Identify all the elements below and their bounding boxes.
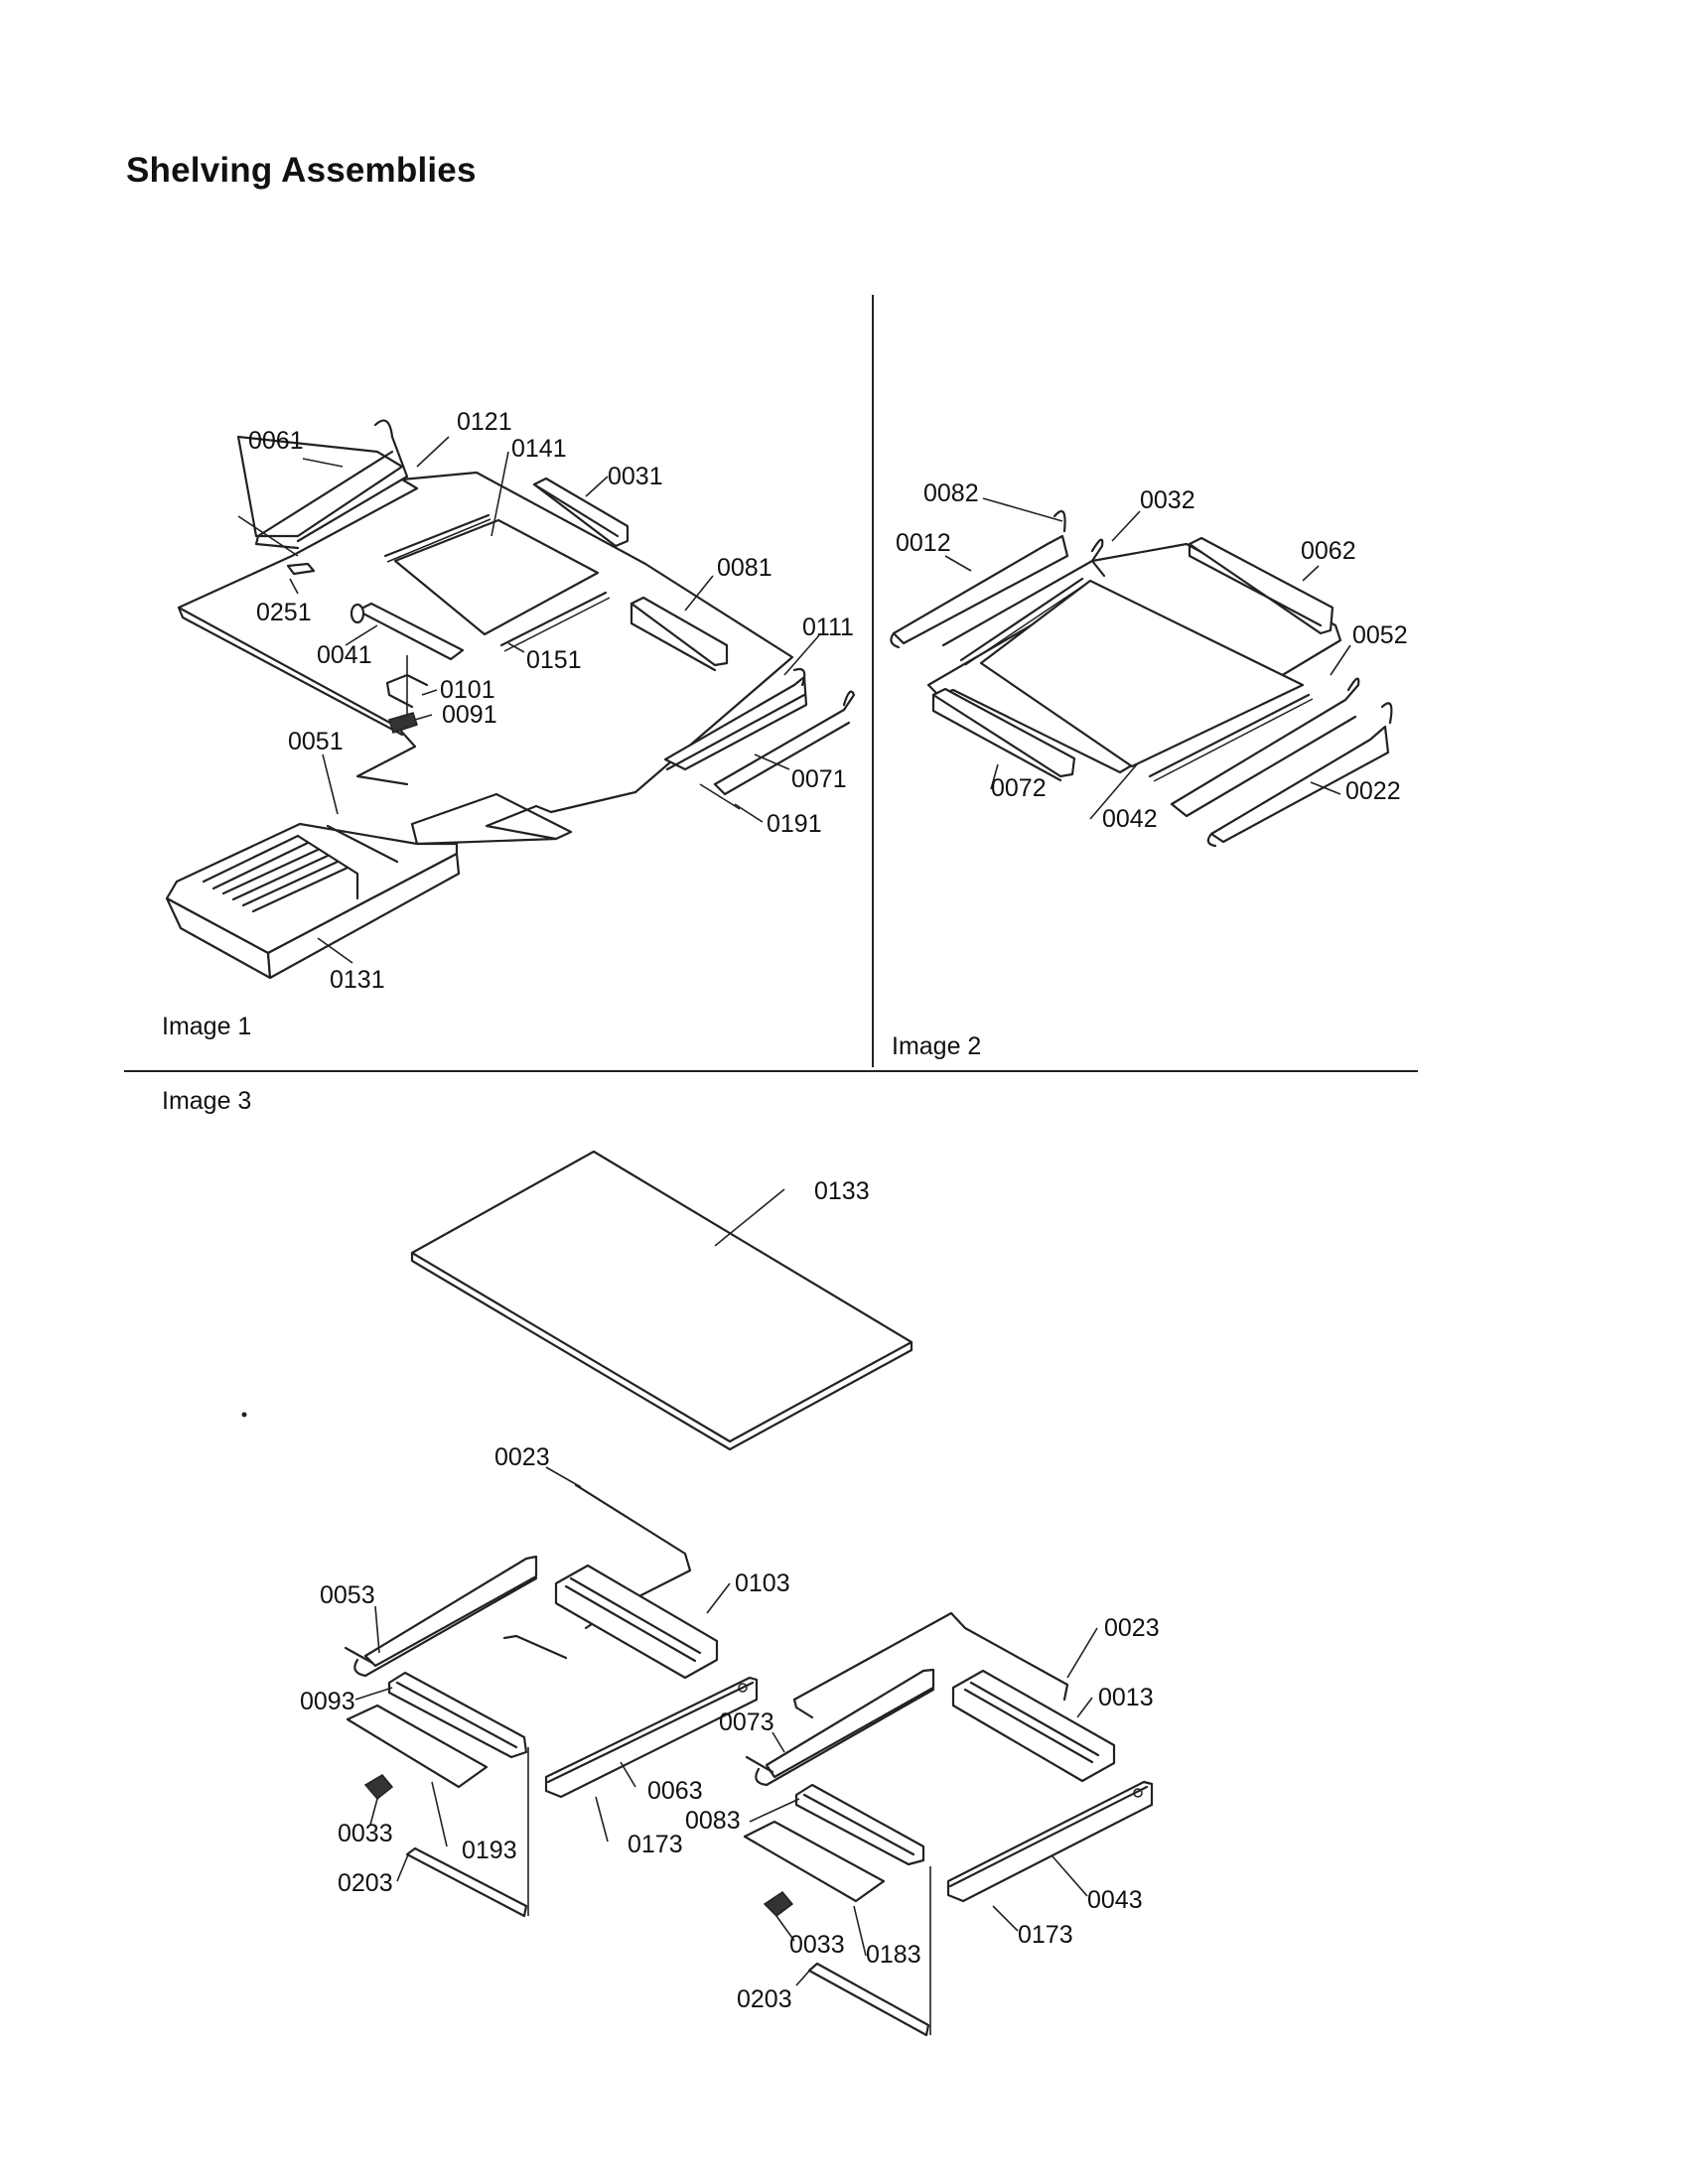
cover-0183 <box>743 1820 886 1903</box>
speck <box>241 1412 247 1418</box>
callout-0023-right: 0023 <box>1104 1614 1160 1642</box>
callout-0082: 0082 <box>923 479 979 507</box>
callout-0203-right: 0203 <box>737 1985 792 2013</box>
callout-0053: 0053 <box>320 1581 375 1609</box>
callout-0103: 0103 <box>735 1570 790 1597</box>
rail-0052 <box>1170 677 1360 806</box>
rail-0071 <box>713 690 856 786</box>
callout-0173-left: 0173 <box>628 1831 683 1858</box>
callout-0041: 0041 <box>317 641 372 669</box>
callout-0093: 0093 <box>300 1688 355 1715</box>
callout-0031: 0031 <box>608 463 663 490</box>
rear-frame-0023-right <box>792 1611 1069 1702</box>
callout-0083: 0083 <box>685 1807 741 1835</box>
callout-0052: 0052 <box>1352 621 1408 649</box>
page-title: Shelving Assemblies <box>126 151 477 190</box>
crisper-cover-outline <box>400 471 794 846</box>
callout-0101: 0101 <box>440 676 495 704</box>
rail-0022 <box>1209 725 1390 844</box>
image-1-label: Image 1 <box>162 1013 251 1040</box>
callout-0203-left: 0203 <box>338 1869 393 1897</box>
callout-0133: 0133 <box>814 1177 870 1205</box>
callout-0023-top: 0023 <box>494 1443 550 1471</box>
strip-0203-right <box>807 1962 930 2037</box>
rail-0082 <box>941 538 1104 647</box>
rail-0053 <box>363 1555 538 1668</box>
image-3-label: Image 3 <box>162 1087 251 1115</box>
callout-0193: 0193 <box>462 1837 517 1864</box>
clip-0251 <box>286 562 316 576</box>
callout-0013: 0013 <box>1098 1684 1154 1711</box>
image-3-diagram: 0133 0023 0053 0103 0023 0093 0013 0073 … <box>162 1087 1160 2037</box>
clip-0033-right <box>763 1891 794 1917</box>
callout-0111: 0111 <box>802 614 854 641</box>
rail-0061 <box>236 435 404 538</box>
callout-0191: 0191 <box>767 810 822 838</box>
callout-0012: 0012 <box>896 529 951 557</box>
trim-0072 <box>931 687 1076 778</box>
callout-0121: 0121 <box>457 408 512 436</box>
image-2-diagram: 0082 0032 0012 0062 0052 0072 0042 0022 … <box>890 479 1408 1060</box>
rail-0111 <box>663 675 808 771</box>
clip-0091 <box>388 712 418 734</box>
callout-0042: 0042 <box>1102 805 1158 833</box>
callout-0033-right: 0033 <box>789 1931 845 1959</box>
image-1-diagram: 0061 0121 0141 0031 0081 0251 0041 0151 … <box>162 408 856 1040</box>
callout-0061: 0061 <box>248 427 304 455</box>
callout-0062: 0062 <box>1301 537 1356 565</box>
trim-0062 <box>1188 536 1334 635</box>
glass-panel <box>393 518 600 636</box>
callout-0032: 0032 <box>1140 486 1195 514</box>
roller-0041 <box>355 602 465 661</box>
strip-0203-left <box>405 1846 528 1918</box>
image-2-label: Image 2 <box>892 1032 981 1060</box>
callout-0073: 0073 <box>719 1708 774 1736</box>
callout-0091: 0091 <box>442 701 497 729</box>
callout-0071: 0071 <box>791 765 847 793</box>
callout-0022: 0022 <box>1345 777 1401 805</box>
crosspiece-0103 <box>554 1564 719 1680</box>
crosspiece-0013 <box>951 1669 1116 1783</box>
callout-0151: 0151 <box>526 646 582 674</box>
glass-panel-0032 <box>979 579 1305 768</box>
callout-0251: 0251 <box>256 599 312 626</box>
trim-0081 <box>630 596 729 667</box>
callout-0043: 0043 <box>1087 1886 1143 1914</box>
callout-0072: 0072 <box>991 774 1047 802</box>
clip-0033-left <box>363 1774 394 1801</box>
rail-0073 <box>765 1668 935 1779</box>
callout-0051: 0051 <box>288 728 344 755</box>
callout-0033-left: 0033 <box>338 1820 393 1847</box>
callout-0173-right: 0173 <box>1018 1921 1073 1949</box>
side-rail-0043 <box>946 1780 1154 1903</box>
callout-0063: 0063 <box>647 1777 703 1805</box>
rail-0012 <box>892 534 1069 645</box>
callout-0183: 0183 <box>866 1941 921 1969</box>
cover-0193 <box>346 1704 489 1789</box>
callout-0141: 0141 <box>511 435 567 463</box>
callout-0081: 0081 <box>717 554 772 582</box>
callout-0131: 0131 <box>330 966 385 994</box>
